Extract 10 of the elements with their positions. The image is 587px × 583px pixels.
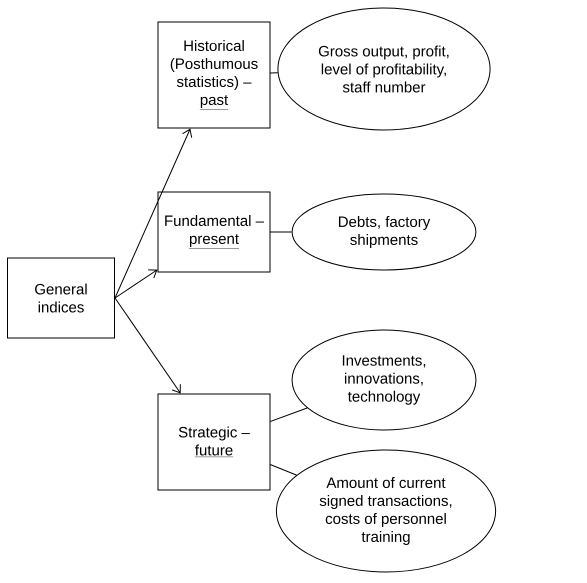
text-box: Fundamental – present — [158, 192, 270, 272]
arrow — [114, 269, 158, 298]
connector-line — [270, 72, 278, 74]
text-box: Historical (Posthumous statistics) – past — [158, 22, 270, 128]
text-box: General indices — [7, 258, 115, 338]
arrow — [114, 298, 181, 394]
arrow — [114, 128, 192, 298]
connector-line — [270, 408, 308, 422]
connector-line — [270, 464, 298, 476]
text-box: Strategic – future — [158, 394, 270, 490]
